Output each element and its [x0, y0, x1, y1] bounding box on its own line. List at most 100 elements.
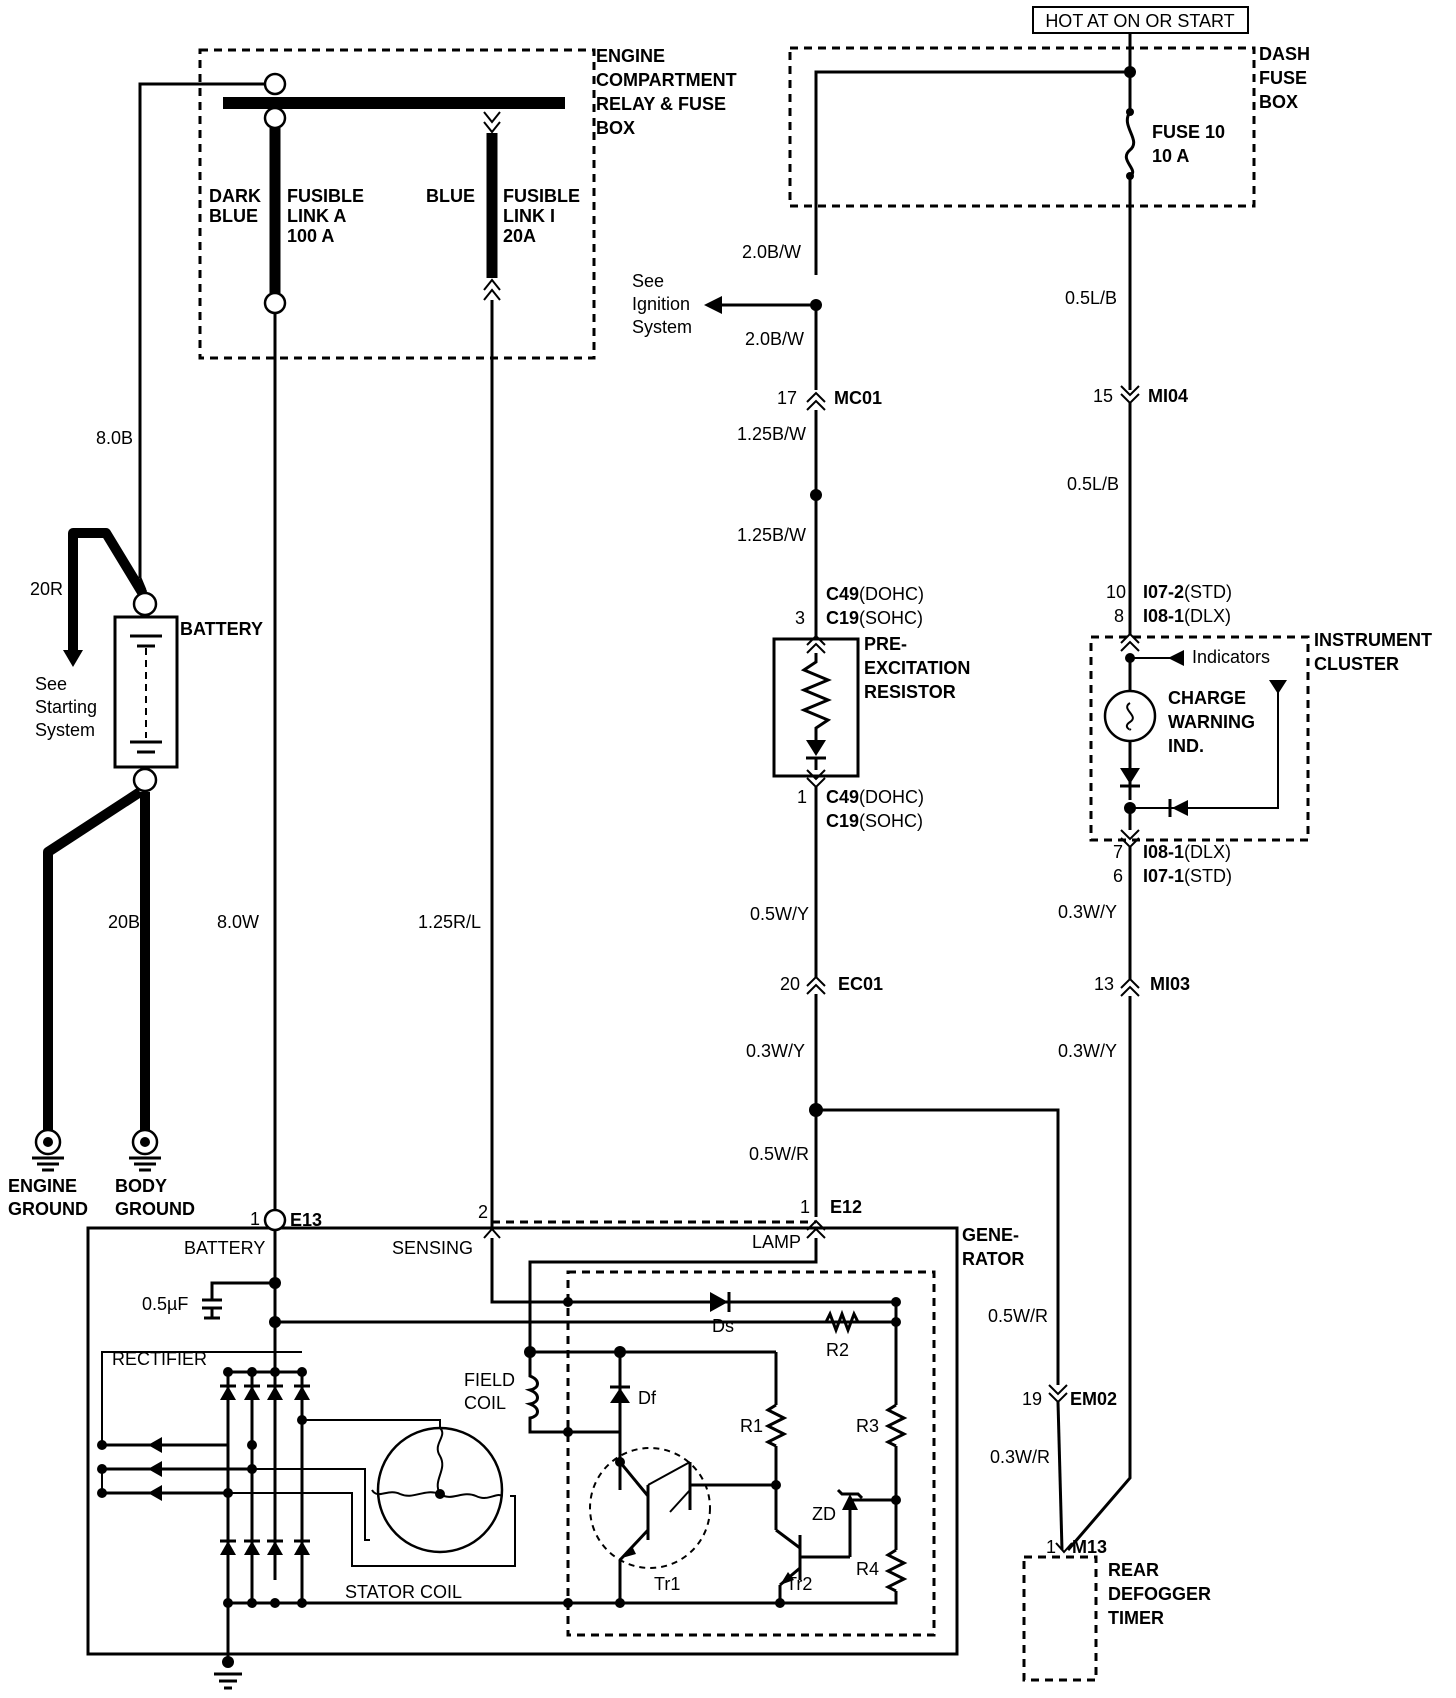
- label-20R: 20R: [30, 579, 63, 599]
- lamp-wire-internal: [528, 1238, 818, 1352]
- stator-winding-1: [436, 1427, 444, 1495]
- see-ignition-system: See Ignition System: [632, 271, 692, 337]
- r3-label: R3: [856, 1416, 879, 1436]
- svg-text:RESISTOR: RESISTOR: [864, 682, 956, 702]
- svg-text:LINK A: LINK A: [287, 206, 346, 226]
- svg-text:RATOR: RATOR: [962, 1249, 1024, 1269]
- svg-text:COIL: COIL: [464, 1393, 506, 1413]
- fusible-link-a-label: DARK BLUE FUSIBLE LINK A 100 A: [209, 186, 364, 246]
- svg-text:C49(DOHC): C49(DOHC): [826, 787, 924, 807]
- svg-text:ENGINE: ENGINE: [596, 46, 665, 66]
- tr1-collector: [618, 1461, 650, 1497]
- battery-negative-terminal: [132, 767, 158, 793]
- body-ground-label: BODY GROUND: [115, 1176, 195, 1219]
- svg-text:10 A: 10 A: [1152, 146, 1189, 166]
- regulator-ground-node: [563, 1598, 573, 1608]
- engine-relay-fuse-box-label: ENGINE COMPARTMENT RELAY & FUSE BOX: [596, 46, 737, 138]
- ec01-name: EC01: [838, 974, 883, 994]
- regulator-box: [566, 1270, 936, 1637]
- generator-label: GENE- RATOR: [962, 1225, 1024, 1269]
- sensing-wire-internal: [490, 1238, 568, 1304]
- svg-text:Starting: Starting: [35, 697, 97, 717]
- charge-warning-lamp: [1103, 689, 1157, 743]
- link-i-top-connector: [483, 111, 501, 134]
- e12-pin: 1: [800, 1197, 810, 1217]
- sensing-connector: [483, 1227, 501, 1239]
- svg-text:100 A: 100 A: [287, 226, 334, 246]
- cap-wire: [210, 1281, 275, 1300]
- svg-text:ENGINE: ENGINE: [8, 1176, 77, 1196]
- m13-name: M13: [1072, 1537, 1107, 1557]
- generator-ground-symbol: [214, 1672, 242, 1690]
- engine-ground-symbol: [32, 1128, 64, 1172]
- capacitor-label: 0.5µF: [142, 1294, 188, 1314]
- tr1-ground-node: [615, 1598, 625, 1608]
- connector-ec01: [806, 975, 826, 995]
- svg-text:INSTRUMENT: INSTRUMENT: [1314, 630, 1432, 650]
- arrow-indicators: [1168, 650, 1184, 666]
- dash-bus: [814, 70, 1130, 275]
- tr1-emitter-arrow: [622, 1546, 636, 1558]
- resistor-r3: [884, 1403, 908, 1448]
- svg-text:GROUND: GROUND: [8, 1199, 88, 1219]
- svg-text:FIELD: FIELD: [464, 1370, 515, 1390]
- label-1-25BW-top: 1.25B/W: [737, 424, 806, 444]
- fuse10-label: FUSE 10 10 A: [1152, 122, 1225, 166]
- cluster-feedback-arrow: [1269, 680, 1287, 694]
- svg-text:REAR: REAR: [1108, 1560, 1159, 1580]
- zd-label: ZD: [812, 1504, 836, 1524]
- m13-pin: 1: [1046, 1537, 1056, 1557]
- mi03-pin: 13: [1094, 974, 1114, 994]
- svg-text:BODY: BODY: [115, 1176, 167, 1196]
- em02-pin: 19: [1022, 1389, 1042, 1409]
- pre-resistor-diode: [806, 740, 826, 756]
- wire-engine-ground: [43, 787, 143, 1130]
- svg-text:PRE-: PRE-: [864, 634, 907, 654]
- mc01-pin: 17: [777, 388, 797, 408]
- svg-text:FUSIBLE: FUSIBLE: [503, 186, 580, 206]
- arrow-see-ignition: [704, 296, 722, 314]
- lamp-connector-e12: [806, 1219, 826, 1239]
- mi04-pin: 15: [1093, 386, 1113, 406]
- svg-text:I08-1(DLX): I08-1(DLX): [1143, 606, 1231, 626]
- body-ground-symbol: [129, 1128, 161, 1172]
- rectifier-upper-diodes: [220, 1372, 310, 1603]
- label-2-0BW-top: 2.0B/W: [742, 242, 801, 262]
- tr2-label: Tr2: [786, 1574, 812, 1594]
- gen-ground-node: [222, 1656, 234, 1668]
- gen-sensing-terminal-label: SENSING: [392, 1238, 473, 1258]
- rear-defogger-timer: [1022, 1555, 1098, 1682]
- r1-label: R1: [740, 1416, 763, 1436]
- e13-pin: 1: [250, 1209, 260, 1229]
- connector-em02: [1048, 1384, 1068, 1404]
- indicators-label: Indicators: [1192, 647, 1270, 667]
- wire-to-em02: [816, 1108, 1060, 1385]
- pre-excitation-resistor: [800, 653, 832, 740]
- svg-text:20A: 20A: [503, 226, 536, 246]
- connector-c49-bottom-label: 1 C49(DOHC) C19(SOHC): [797, 787, 924, 831]
- arrow-see-starting: [63, 650, 83, 667]
- phase-node-c: [97, 1488, 107, 1498]
- link-a-top-terminal: [263, 106, 287, 130]
- battery-terminal-e13: [263, 1208, 287, 1232]
- svg-text:CHARGE: CHARGE: [1168, 688, 1246, 708]
- gen-lamp-terminal-label: LAMP: [752, 1232, 801, 1252]
- svg-text:DEFOGGER: DEFOGGER: [1108, 1584, 1211, 1604]
- svg-text:TIMER: TIMER: [1108, 1608, 1164, 1628]
- ds-label: Ds: [712, 1316, 734, 1336]
- phase-line-2: [101, 1469, 228, 1494]
- phase-line-1: [101, 1351, 302, 1445]
- label-0-5LB-top: 0.5L/B: [1065, 288, 1117, 308]
- rear-defogger-timer-label: REAR DEFOGGER TIMER: [1108, 1560, 1211, 1628]
- see-starting-system: See Starting System: [35, 674, 97, 740]
- svg-text:Ignition: Ignition: [632, 294, 690, 314]
- r4-wire-bottom: [780, 1591, 898, 1605]
- stator-lead-1: [302, 1419, 441, 1428]
- svg-text:EXCITATION: EXCITATION: [864, 658, 970, 678]
- battery-positive-terminal: [132, 591, 158, 617]
- connector-i07-i08-top: [1120, 632, 1140, 652]
- svg-text:BOX: BOX: [596, 118, 635, 138]
- zener-zd: [842, 1494, 858, 1510]
- stator-winding-3: [439, 1493, 503, 1499]
- svg-text:8: 8: [1114, 606, 1124, 626]
